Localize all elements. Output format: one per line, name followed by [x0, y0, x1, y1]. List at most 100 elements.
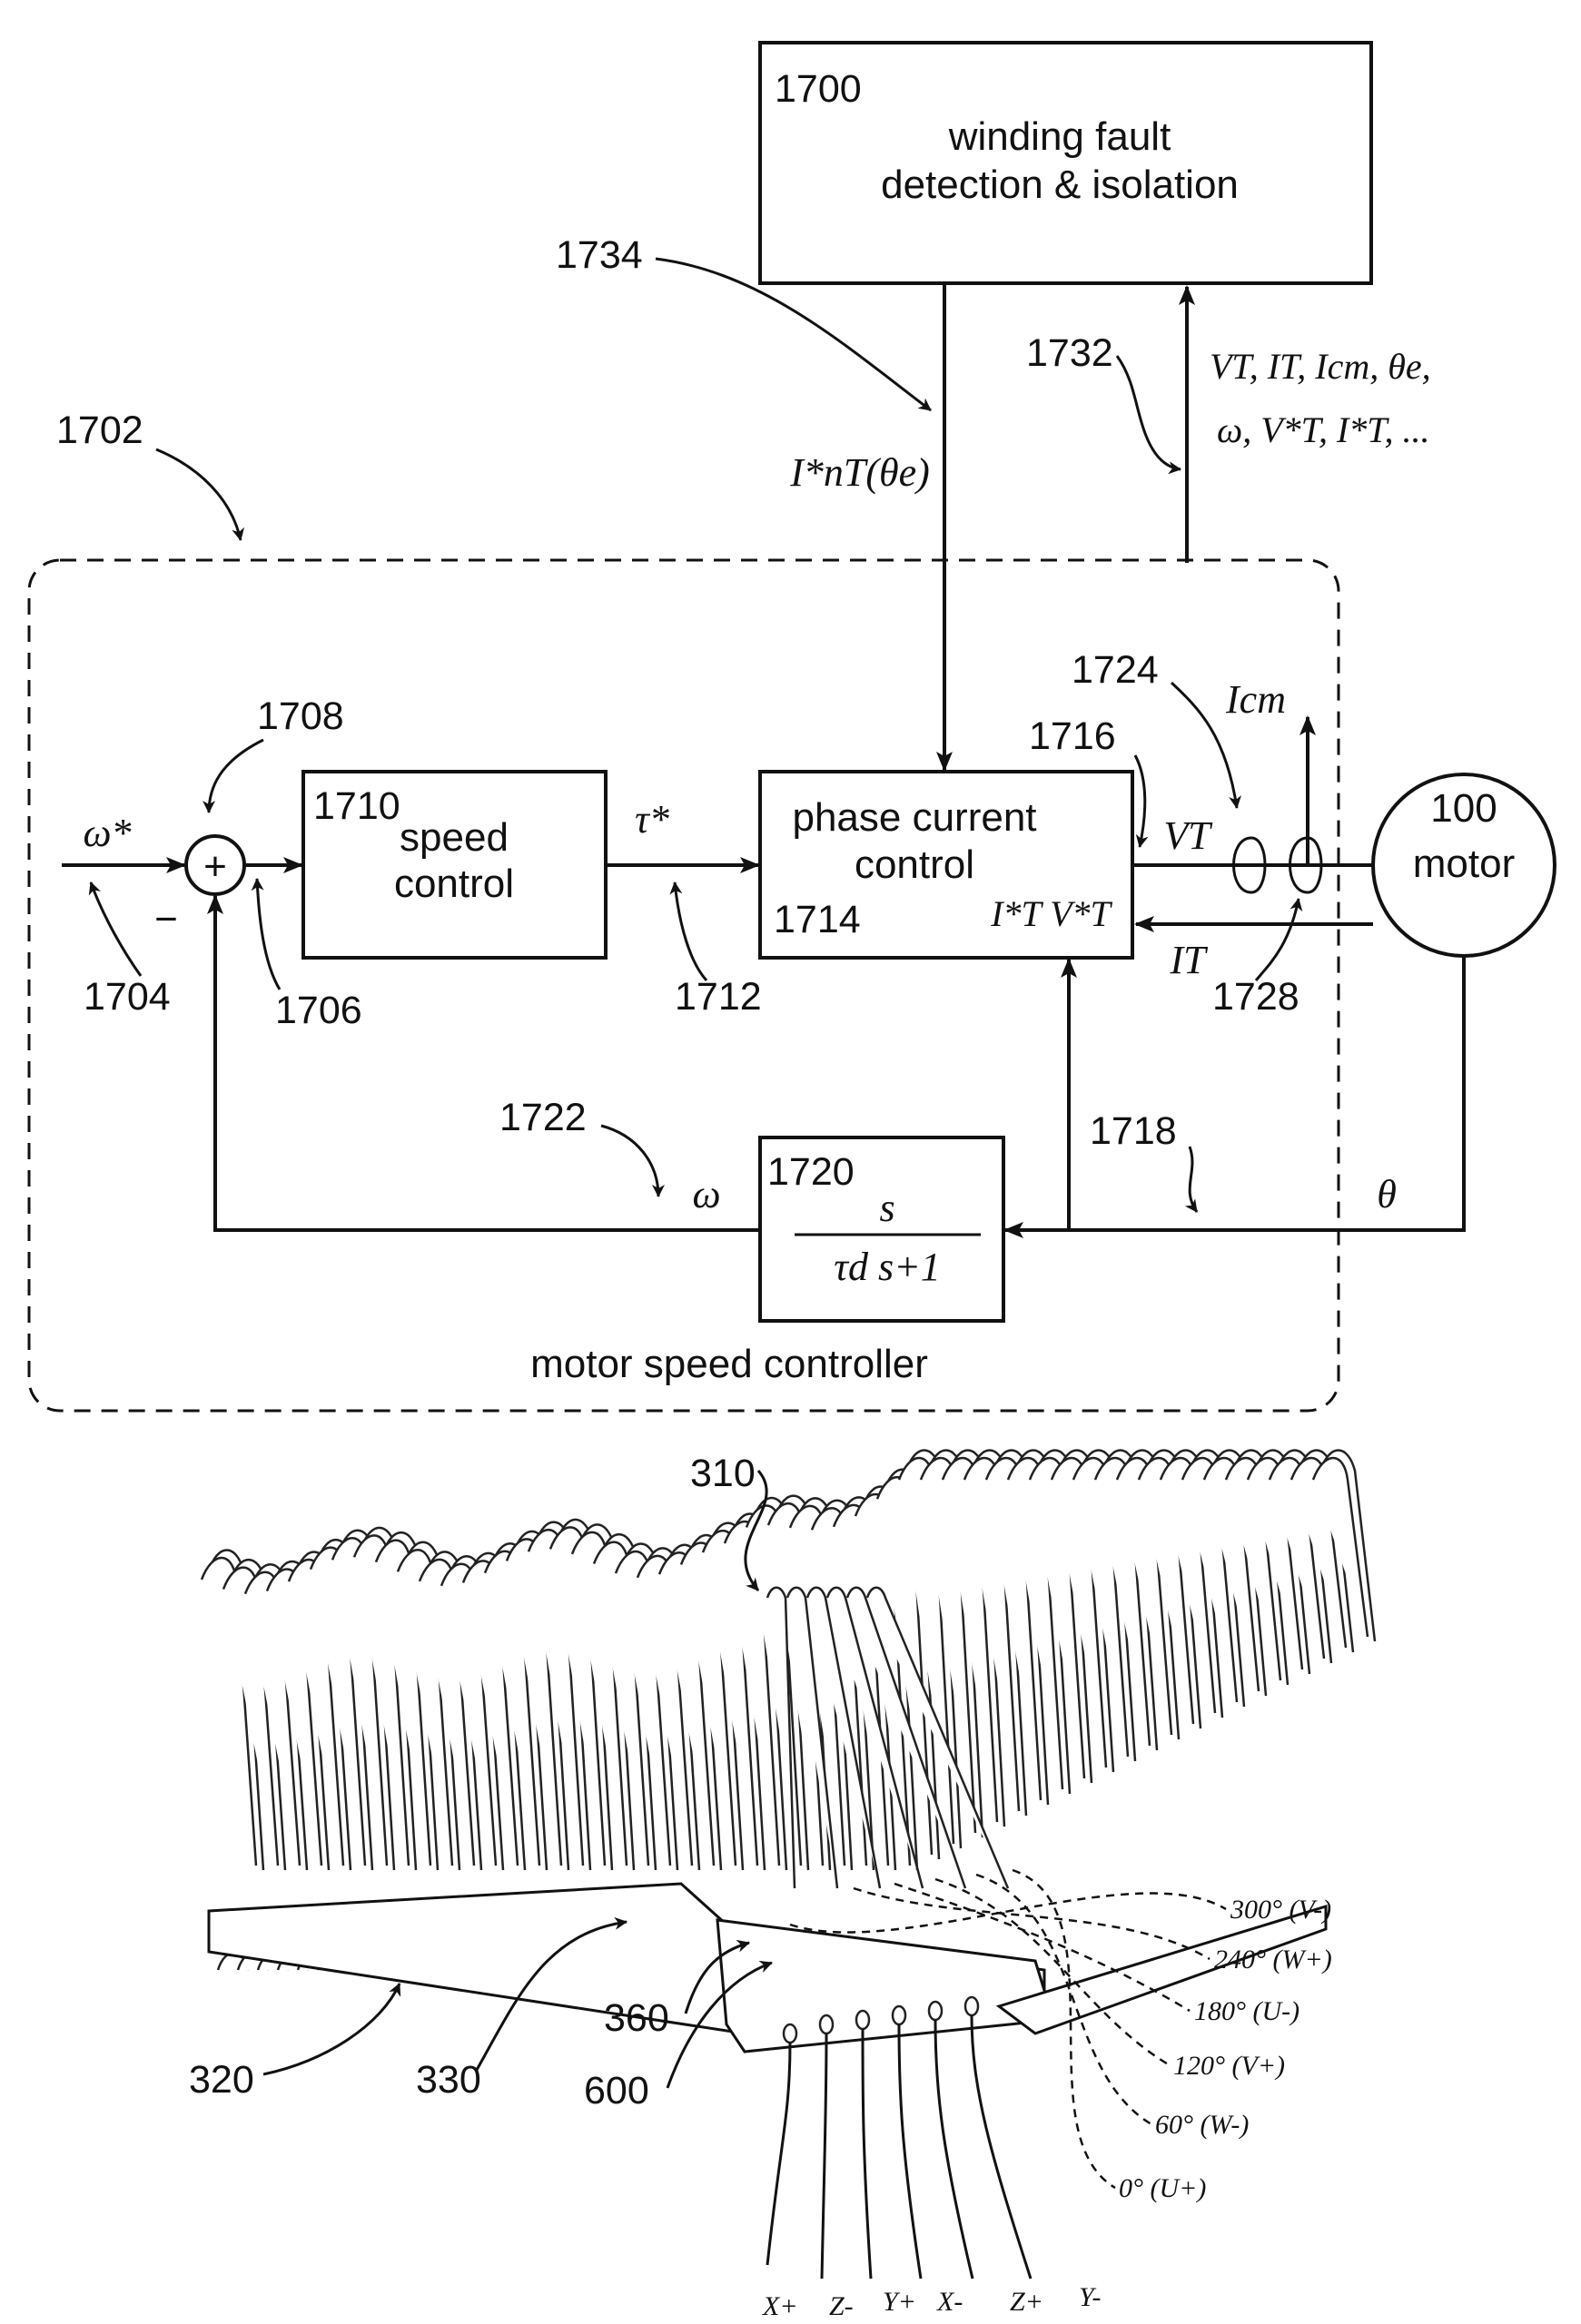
controller-caption: motor speed controller — [530, 1342, 928, 1386]
speed-block-line1: speed — [400, 815, 509, 860]
fault-block-line1: winding fault — [948, 114, 1171, 159]
measurement-list-line1: VT, IT, Icm, θe, — [1210, 346, 1431, 387]
motor-block: 100 motor — [1371, 773, 1556, 958]
coil-turn — [1311, 1456, 1369, 1638]
ref-1712: 1712 — [675, 975, 762, 1019]
ref-1722: 1722 — [499, 1096, 587, 1139]
ref-1724: 1724 — [1072, 648, 1159, 692]
phase-label-60: 60° (W-) — [1155, 2110, 1249, 2140]
phase-label-180: 180° (U-) — [1194, 1996, 1299, 2026]
speed-block-line2: control — [394, 862, 514, 906]
terminal-labels: X+ Z- Y+ X- Z+ Y- — [762, 2282, 1101, 2321]
summing-junction: + − — [154, 834, 246, 941]
terminal-end — [855, 2009, 871, 2031]
phase-label-300: 300° (V-) — [1230, 1895, 1331, 1925]
current-block-line2: control — [855, 842, 974, 887]
terminal-label-z-minus: Z- — [829, 2291, 854, 2321]
measurement-list-line2: ω, V*T, I*T, ... — [1217, 409, 1430, 450]
terminal-lead — [820, 2033, 828, 2280]
filter-denominator: τd s+1 — [834, 1245, 941, 1289]
motor-label: motor — [1413, 842, 1515, 886]
omega-label: ω — [692, 1172, 720, 1216]
summing-plus: + — [203, 844, 227, 889]
terminal-lead — [934, 2019, 974, 2280]
terminal-lead — [766, 2042, 792, 2266]
phase-lead — [1012, 1868, 1116, 2190]
phase-lead — [934, 1877, 1171, 2067]
lead-bundle-wire — [805, 1586, 882, 1889]
phase-labels: 300° (V-) 240° (W+) 180° (U-) 120° (V+) … — [1119, 1895, 1332, 2203]
ref-600: 600 — [584, 2069, 649, 2112]
phase-lead — [789, 1892, 1227, 1934]
phase-lead — [894, 1882, 1191, 2013]
current-block-ref: 1714 — [774, 898, 861, 941]
fault-block-ref: 1700 — [775, 67, 862, 111]
block-diagram: 1700 winding fault detection & isolation… — [27, 41, 1556, 1413]
ref-310: 310 — [690, 1452, 756, 1495]
terminal-label-x-minus: X- — [936, 2287, 963, 2317]
ref-360: 360 — [604, 1996, 669, 2040]
phase-label-240: 240° (W+) — [1214, 1945, 1332, 1974]
derivative-filter-block: 1720 s τd s+1 — [758, 1136, 1005, 1323]
ref-1708: 1708 — [257, 694, 344, 738]
ref-1732: 1732 — [1026, 331, 1113, 375]
ref-1704: 1704 — [84, 975, 171, 1019]
ref-1718: 1718 — [1090, 1109, 1177, 1153]
tau-ref-label: τ* — [635, 797, 669, 842]
itn-label: I*nT(θe) — [789, 450, 930, 495]
icm-label: Icm — [1225, 677, 1286, 722]
lead-bundle-wire — [766, 1586, 796, 1889]
ref-1716: 1716 — [1029, 714, 1116, 758]
fault-detection-block: 1700 winding fault detection & isolation — [758, 41, 1373, 285]
phase-label-0: 0° (U+) — [1119, 2173, 1206, 2203]
terminal-leads — [766, 1995, 1033, 2280]
terminal-end — [927, 2000, 944, 2022]
terminal-label-z-plus: Z+ — [1010, 2287, 1043, 2317]
lead-bundle-wire — [825, 1586, 924, 1889]
speed-block-ref: 1710 — [313, 784, 400, 828]
current-block-line1: phase current — [792, 795, 1036, 840]
phase-leads — [789, 1868, 1227, 2190]
terminal-lead — [861, 2028, 873, 2280]
winding-leader-arrows — [262, 1470, 773, 2089]
ref-1728: 1728 — [1212, 975, 1299, 1019]
minus-sign: − — [154, 897, 178, 941]
theta-label: θ — [1377, 1172, 1397, 1216]
terminal-end — [782, 2023, 798, 2044]
terminal-lead — [897, 2024, 923, 2280]
motor-ref: 100 — [1430, 786, 1497, 831]
fault-block-line2: detection & isolation — [881, 162, 1239, 207]
ref-320: 320 — [189, 2058, 254, 2102]
filter-numerator: s — [879, 1186, 894, 1230]
lead-bundle-wire — [786, 1586, 839, 1889]
speed-control-block: 1710 speed control — [301, 770, 608, 960]
terminal-label-x-plus: X+ — [762, 2291, 798, 2321]
controller-boundary — [27, 558, 1340, 1413]
phase-lead — [853, 1886, 1210, 1961]
signal-labels: ω* τ* ω θ VT IT Icm I*nT(θe) VT, IT, Icm… — [83, 346, 1430, 1216]
terminal-end — [963, 1995, 980, 2017]
vt-label: VT — [1163, 813, 1213, 858]
ref-1706: 1706 — [275, 989, 362, 1032]
current-sensors — [1232, 836, 1323, 894]
terminal-end — [818, 2014, 835, 2035]
filter-block-ref: 1720 — [767, 1150, 855, 1194]
omega-ref-label: ω* — [83, 811, 131, 855]
terminal-label-y-plus: Y+ — [883, 2287, 916, 2317]
insulating-plate — [207, 1882, 1328, 2053]
lead-bundle-wire — [865, 1586, 1010, 1889]
phase-current-control-block: phase current control 1714 I*T V*T — [758, 770, 1134, 960]
reference-numerals: 1734 1732 1702 1708 1704 1706 1712 1716 … — [56, 233, 1299, 1153]
ref-1734: 1734 — [556, 233, 643, 277]
winding-coils — [200, 1449, 1377, 1971]
terminal-label-y-minus: Y- — [1079, 2282, 1101, 2312]
leader-arrows — [88, 257, 1303, 1213]
terminal-lead — [970, 2014, 1033, 2280]
it-label: IT — [1169, 938, 1209, 982]
current-block-ports: I*T V*T — [990, 893, 1112, 934]
signal-lines — [62, 283, 1466, 1238]
phase-label-120: 120° (V+) — [1173, 2051, 1285, 2081]
lead-bundle-wire — [845, 1586, 967, 1889]
winding-figure: 300° (V-) 240° (W+) 180° (U-) 120° (V+) … — [189, 1449, 1377, 2321]
